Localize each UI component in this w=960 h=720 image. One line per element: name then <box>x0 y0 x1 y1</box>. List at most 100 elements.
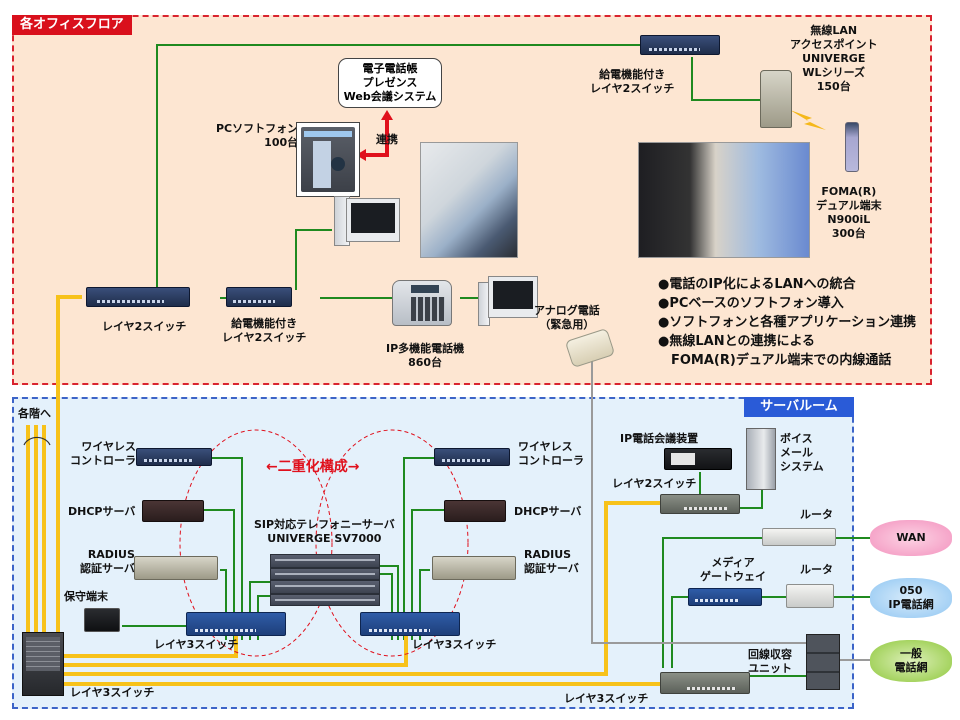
feature-item: ●電話のIP化によるLANへの統合 <box>658 277 856 292</box>
line-unit-label: 回線収容ユニット <box>748 648 792 675</box>
redundancy-ellipse-left <box>179 429 333 657</box>
cable-dhcp-left <box>204 509 235 640</box>
link-arrow-head-up <box>381 110 393 120</box>
sip-server-unit-3 <box>270 580 380 594</box>
core-l3-switch-icon <box>22 632 64 696</box>
ip-phone-icon <box>392 280 452 326</box>
pc-monitor-2-icon <box>488 276 538 318</box>
router-ip-label: ルータ <box>800 563 833 576</box>
router-ip-icon <box>786 584 834 608</box>
foma-phone-icon <box>845 122 859 172</box>
feature-list: ●電話のIP化によるLANへの統合 ●PCベースのソフトフォン導入 ●ソフトフォ… <box>658 275 916 370</box>
l3-switch-bottom-icon <box>660 672 750 694</box>
router-wan-icon <box>762 528 836 546</box>
maintenance-terminal-label: 保守端末 <box>64 590 108 603</box>
cable-wlc-right <box>403 457 434 640</box>
cable-l2-to-top-switch <box>156 44 640 297</box>
dhcp-left-icon <box>142 500 204 522</box>
cable-router-wan <box>662 537 762 668</box>
sip-server-unit-1 <box>270 554 380 568</box>
cable-poe-to-pc <box>295 229 332 290</box>
poe-l2-switch-bottom-icon <box>226 287 292 307</box>
router-wan-label: ルータ <box>800 508 833 521</box>
wireless-controller-right-label: ワイヤレスコントローラ <box>518 440 584 467</box>
ip-phone-network-label-2: IP電話網 <box>888 598 934 611</box>
cable-mgw <box>671 596 688 668</box>
l3-switch-bottom-label: レイヤ3スイッチ <box>564 692 649 705</box>
analog-phone-label: アナログ電話（緊急用） <box>534 304 600 331</box>
poe-l2-switch-top-label: 給電機能付きレイヤ2スイッチ <box>590 68 675 95</box>
office-floor-title: 各オフィスフロア <box>12 15 132 35</box>
ip-conference-icon <box>664 448 732 470</box>
wireless-ap-icon <box>760 70 792 128</box>
server-room-title: サーバルーム <box>744 397 854 417</box>
l3-switch-left-label: レイヤ3スイッチ <box>154 638 239 651</box>
sip-server-unit-2 <box>270 568 380 580</box>
trunk-core-l3right <box>62 636 408 667</box>
wireless-signal-icon <box>790 110 826 130</box>
radius-left-icon <box>134 556 218 580</box>
pstn-label-1: 一般 <box>900 647 922 660</box>
trunk-core-l3left <box>62 636 238 658</box>
l3-switch-right-label: レイヤ3スイッチ <box>412 638 497 651</box>
link-label: 連携 <box>376 133 398 146</box>
media-gateway-label: メディアゲートウェイ <box>700 556 766 583</box>
ip-conference-label: IP電話会議装置 <box>620 432 699 445</box>
cable-l2-to-vm <box>740 490 763 509</box>
poe-l2-switch-bottom-label: 給電機能付きレイヤ2スイッチ <box>222 317 307 344</box>
wireless-controller-left-icon <box>136 448 212 466</box>
ip-phone-network-label-1: 050 <box>899 584 923 597</box>
radius-right-icon <box>432 556 516 580</box>
office-photo-mobile <box>638 142 810 258</box>
voicemail-label: ボイスメールシステム <box>780 432 824 473</box>
redundancy-ellipses <box>179 429 469 657</box>
redundancy-label: ←二重化構成→ <box>266 459 360 475</box>
to-floors-label: 各階へ <box>18 407 51 420</box>
lan-cables <box>122 44 870 677</box>
l2-switch-server-icon <box>660 494 740 514</box>
softphone-window <box>296 122 360 197</box>
trunk-core-to-floor <box>56 295 82 632</box>
cable-dhcp-right <box>411 509 444 640</box>
softphone-screen-icon <box>301 127 355 192</box>
l3-switch-left-icon <box>186 612 286 636</box>
wan-cloud: WAN <box>870 520 952 556</box>
cable-wlc-left <box>212 457 243 640</box>
poe-l2-switch-top-icon <box>640 35 720 55</box>
sip-server-unit-4 <box>270 594 380 606</box>
wireless-controller-right-icon <box>434 448 510 466</box>
core-l3-switch-label: レイヤ3スイッチ <box>70 686 155 699</box>
link-arrow-head-left <box>356 149 366 161</box>
link-arrow <box>364 117 389 157</box>
analog-line <box>591 355 806 644</box>
cable-top-switch-to-ap <box>691 57 770 101</box>
dhcp-left-label: DHCPサーバ <box>68 505 136 518</box>
line-unit-icon <box>806 634 840 690</box>
media-gateway-icon <box>688 588 762 606</box>
feature-item: ●無線LANとの連携による <box>658 334 816 349</box>
floor-bundle-arc <box>23 436 51 446</box>
redundancy-ellipse-right <box>315 429 469 657</box>
voicemail-server-icon <box>746 428 776 490</box>
laptop-icon <box>84 608 120 632</box>
l2-switch-server-label: レイヤ2スイッチ <box>612 477 697 490</box>
l2-switch-label: レイヤ2スイッチ <box>102 320 187 333</box>
l2-switch-icon <box>86 287 190 307</box>
dhcp-right-icon <box>444 500 506 522</box>
trunk-cables <box>26 295 660 686</box>
pstn-label-2: 電話網 <box>894 661 928 674</box>
pc-monitor-icon <box>346 198 400 242</box>
feature-item: FOMA(R)デュアル端末での内線通話 <box>658 353 892 368</box>
feature-item: ●PCベースのソフトフォン導入 <box>658 296 844 311</box>
pstn-cloud: 一般電話網 <box>870 640 952 682</box>
dhcp-right-label: DHCPサーバ <box>514 505 582 518</box>
